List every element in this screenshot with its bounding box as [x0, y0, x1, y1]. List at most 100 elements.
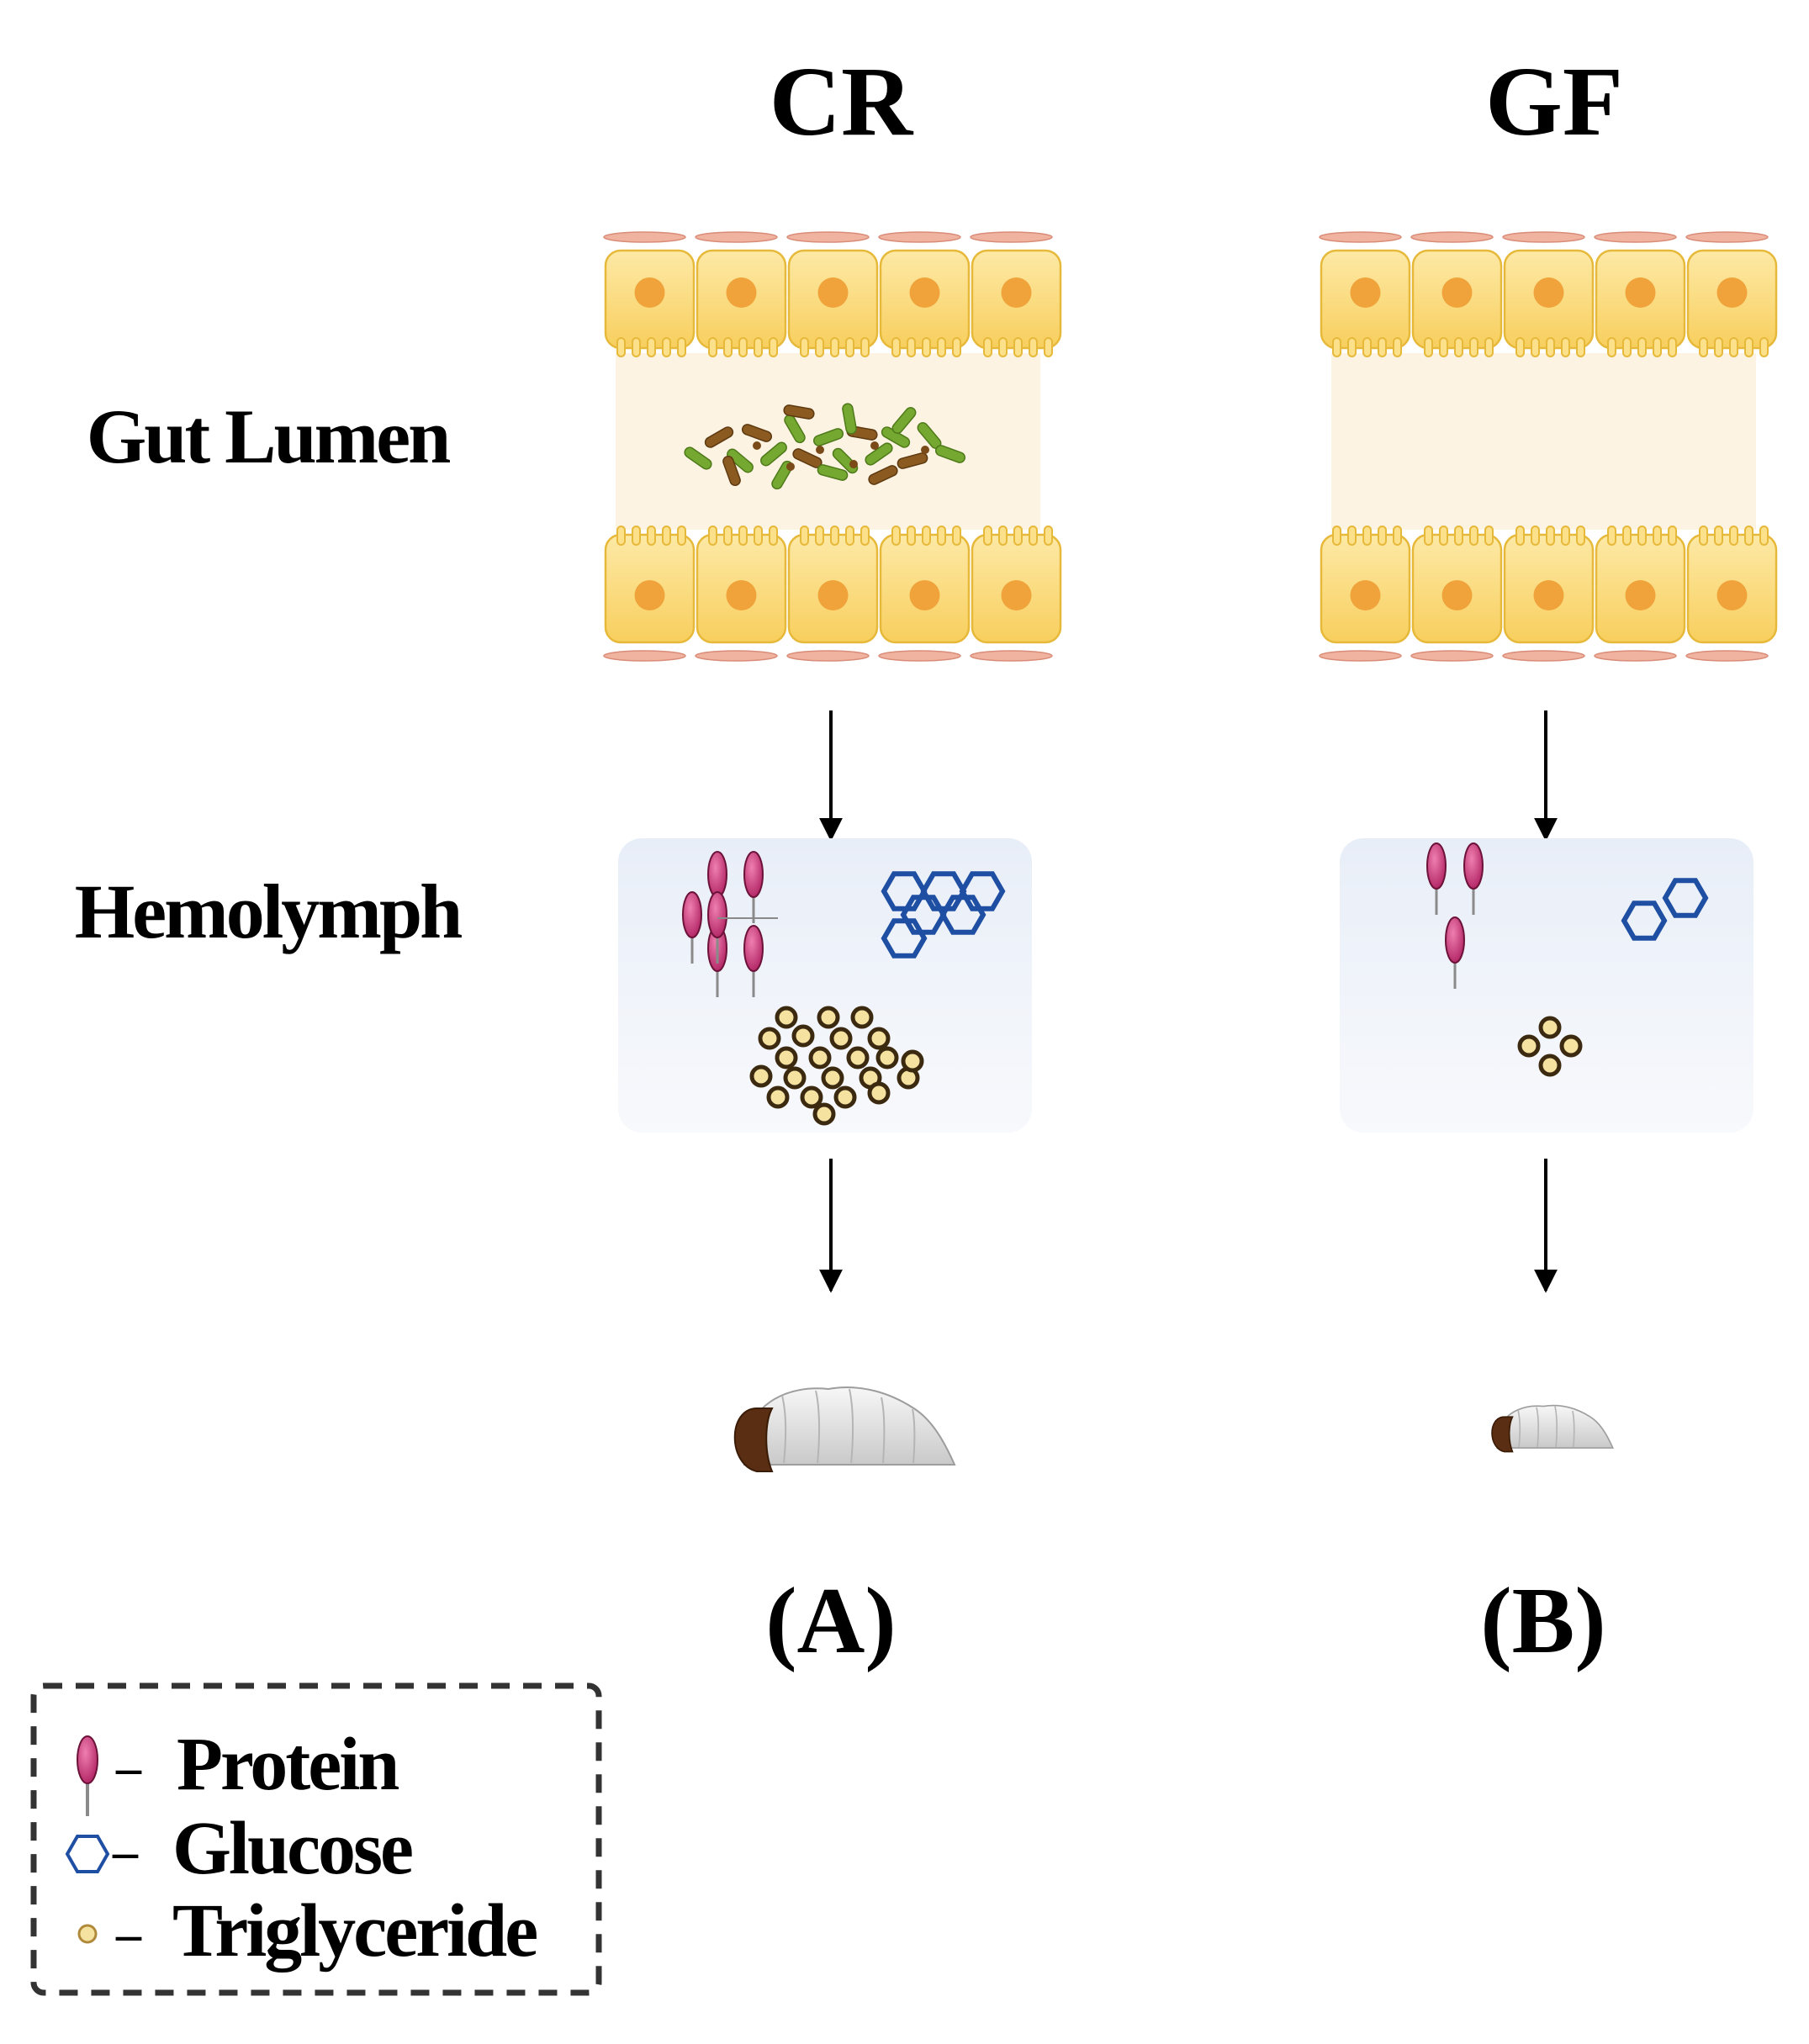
- muscle-cell: [1319, 650, 1402, 662]
- microvillus: [647, 526, 656, 546]
- cell-nucleus: [1001, 277, 1032, 308]
- muscle-cell: [603, 231, 686, 243]
- microvillus: [1393, 526, 1402, 546]
- cell-nucleus: [1625, 277, 1656, 308]
- microvillus: [1378, 526, 1387, 546]
- protein-molecule: [707, 891, 727, 964]
- muscle-cell: [970, 650, 1053, 662]
- muscle-cell: [786, 650, 870, 662]
- triglyceride-molecule: [867, 1027, 891, 1050]
- microvillus: [738, 526, 748, 546]
- row-label-gut-lumen: Gut Lumen: [87, 393, 450, 479]
- microvillus: [616, 337, 626, 357]
- triglyceride-molecule: [783, 1066, 807, 1090]
- triglyceride-molecule: [821, 1066, 844, 1090]
- triglyceride-molecule: [901, 1049, 924, 1073]
- larva-large-icon: [733, 1386, 956, 1472]
- bacterium: [868, 465, 898, 485]
- legend: – Protein – Glucose – Triglyceride: [30, 1682, 602, 1996]
- panel-label-b: (B): [1480, 1569, 1605, 1673]
- muscle-cell: [1685, 650, 1769, 662]
- glucose-molecule: [1662, 878, 1709, 918]
- triglyceride-molecule: [1517, 1034, 1541, 1058]
- protein-molecule: [1426, 842, 1447, 915]
- glucose-molecule: [881, 918, 928, 959]
- microvillus: [1561, 337, 1570, 357]
- bacterium: [784, 414, 806, 444]
- microvillus: [1424, 337, 1433, 357]
- gut-tissue-cr: [603, 231, 1062, 662]
- microvillus: [1531, 337, 1540, 357]
- microvillus: [1546, 526, 1555, 546]
- microvillus: [1484, 337, 1494, 357]
- microvillus: [1439, 526, 1448, 546]
- cell-nucleus: [1350, 277, 1381, 308]
- microvillus: [891, 337, 901, 357]
- legend-label-protein: Protein: [177, 1723, 399, 1806]
- microvillus: [860, 526, 870, 546]
- larva-small-icon: [1491, 1404, 1615, 1453]
- bacterium: [760, 441, 787, 467]
- muscle-cell: [970, 231, 1053, 243]
- microvillus: [1393, 337, 1402, 357]
- microvillus: [1561, 526, 1570, 546]
- triglyceride-molecule: [833, 1085, 857, 1109]
- muscle-cell: [1502, 231, 1585, 243]
- microvillus: [723, 337, 733, 357]
- glucose-molecule: [939, 895, 986, 935]
- glucose-molecule: [959, 871, 1006, 911]
- legend-dash-protein: –: [115, 1740, 142, 1795]
- microvillus: [769, 337, 778, 357]
- microvillus: [1424, 526, 1433, 546]
- microvillus: [937, 526, 946, 546]
- triglyceride-molecule: [791, 1024, 815, 1048]
- microvillus: [845, 337, 854, 357]
- microvillus: [708, 337, 717, 357]
- bacterium: [741, 424, 773, 442]
- cell-nucleus: [726, 580, 757, 610]
- microvillus: [1653, 526, 1662, 546]
- microvillus: [922, 337, 931, 357]
- column-title-cr: CR: [770, 46, 914, 156]
- microvillus: [1714, 526, 1723, 546]
- microvillus: [998, 526, 1008, 546]
- glucose-molecule: [881, 871, 928, 911]
- triglyceride-molecule: [758, 1027, 781, 1050]
- microvillus: [845, 526, 854, 546]
- cell-nucleus: [909, 277, 940, 308]
- bacterium: [897, 452, 928, 469]
- microvillus: [1622, 526, 1632, 546]
- microvillus: [754, 337, 763, 357]
- microvillus: [922, 526, 931, 546]
- bacterium-coccus: [753, 441, 761, 450]
- bacterium: [727, 448, 754, 473]
- microvillus: [937, 337, 946, 357]
- microvillus: [860, 337, 870, 357]
- microvillus: [1484, 526, 1494, 546]
- protein-molecule: [1463, 842, 1484, 915]
- microvillus: [1744, 526, 1753, 546]
- microvillus: [1729, 337, 1738, 357]
- cell-nucleus: [726, 277, 757, 308]
- microvillus: [738, 337, 748, 357]
- triglyceride-molecule: [846, 1046, 870, 1070]
- microvillus: [800, 526, 809, 546]
- protein-molecule: [743, 925, 764, 997]
- microvillus: [1515, 337, 1525, 357]
- triglyceride-molecule: [867, 1081, 891, 1105]
- gut-tissue-gf: [1319, 231, 1778, 662]
- microvillus: [1531, 526, 1540, 546]
- cell-nucleus: [634, 580, 665, 610]
- microvillus: [1714, 337, 1723, 357]
- microvillus: [1622, 337, 1632, 357]
- microvillus: [1759, 526, 1769, 546]
- glucose-molecule: [1621, 901, 1668, 941]
- microvillus: [1044, 337, 1053, 357]
- bacterium: [704, 426, 734, 448]
- triglyceride-molecule: [812, 1102, 836, 1126]
- triglyceride-molecule: [1538, 1054, 1562, 1077]
- legend-box: [30, 1682, 602, 1996]
- microvillus: [815, 526, 824, 546]
- triglyceride-icon: [77, 1924, 98, 1944]
